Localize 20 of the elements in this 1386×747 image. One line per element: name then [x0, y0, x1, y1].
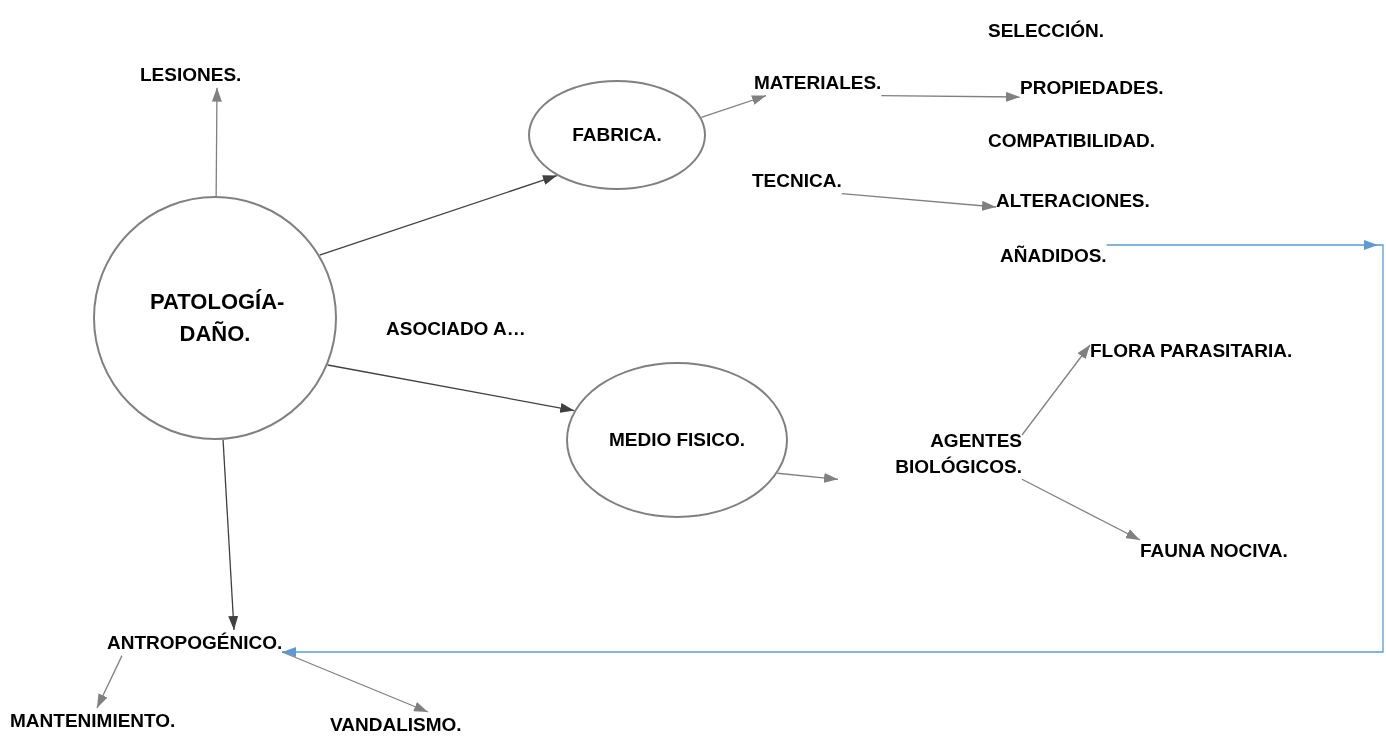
- node-text: COMPATIBILIDAD.: [988, 128, 1156, 154]
- node-text: TECNICA.: [752, 168, 842, 194]
- node-text: LESIONES.: [140, 62, 242, 88]
- circle-node: [93, 196, 337, 440]
- ellipse-node: [566, 362, 788, 518]
- node-text: AÑADIDOS.: [1000, 243, 1107, 269]
- node-text: FAUNA NOCIVA.: [1140, 538, 1288, 564]
- annotation-text: ASOCIADO A…: [386, 318, 526, 340]
- node-text: ANTROPOGÉNICO.: [107, 630, 283, 656]
- node-label: MEDIO FISICO.: [608, 428, 746, 453]
- node-text: SELECCIÓN.: [988, 18, 1105, 44]
- node-text: PROPIEDADES.: [1020, 75, 1164, 101]
- node-text: AGENTES BIOLÓGICOS.: [838, 428, 1022, 480]
- node-text: MANTENIMIENTO.: [10, 708, 176, 734]
- node-text: ALTERACIONES.: [996, 188, 1150, 214]
- node-text: MATERIALES.: [754, 70, 882, 96]
- node-text: FLORA PARASITARIA.: [1090, 338, 1293, 364]
- ellipse-node: [528, 80, 706, 190]
- node-label: FABRICA.: [572, 123, 662, 148]
- node-text: VANDALISMO.: [330, 712, 462, 738]
